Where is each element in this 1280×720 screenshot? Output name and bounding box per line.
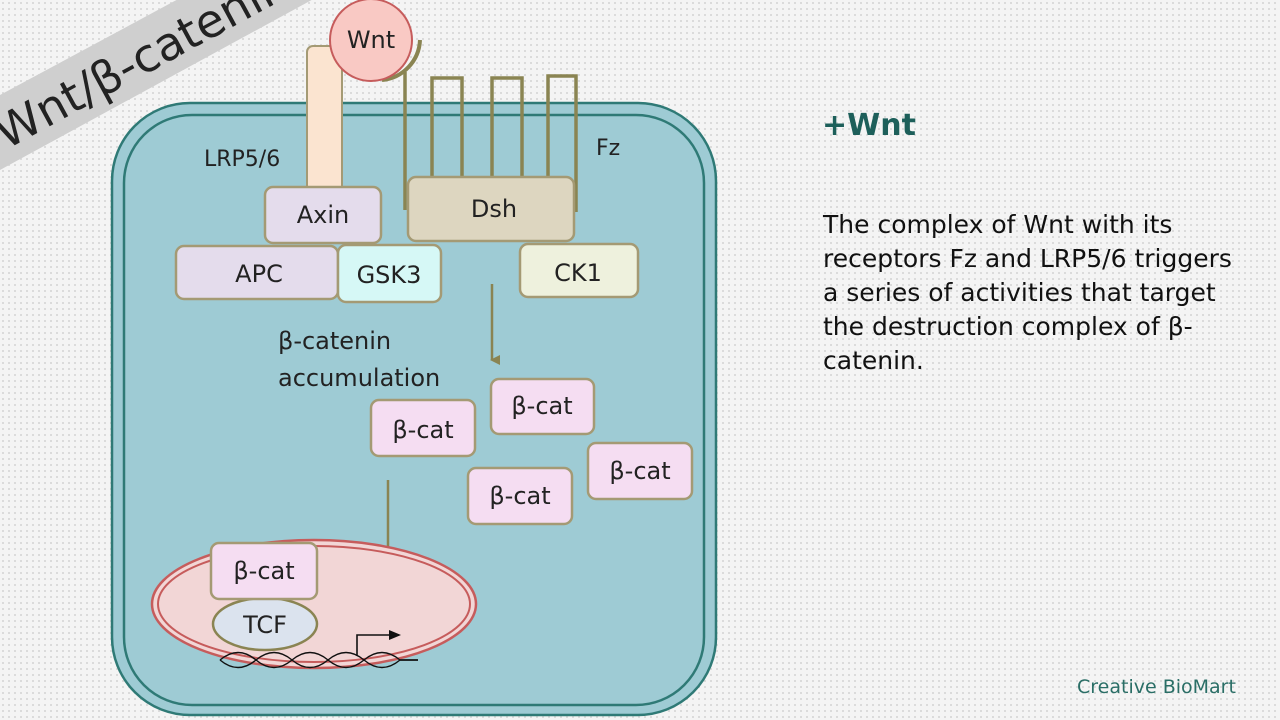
brand-footer: Creative BioMart (1077, 676, 1236, 698)
accumulation-line2: accumulation (278, 364, 440, 392)
panel-heading: +Wnt (822, 108, 916, 143)
dna-helix (219, 651, 418, 669)
axin-box (263, 185, 383, 245)
bcat-label: β-cat (511, 392, 572, 420)
bcat-label: β-cat (609, 457, 670, 485)
lrp-receptor (306, 45, 343, 197)
wnt-label: Wnt (347, 26, 395, 54)
bcat-label: β-cat (392, 416, 453, 444)
transcription-start-arrow (356, 630, 401, 656)
dsh-label: Dsh (471, 195, 517, 223)
ck1-box (518, 242, 640, 299)
dsh-box (406, 175, 576, 243)
bcat-label: β-cat (233, 557, 294, 585)
bcat-box: β-cat (489, 377, 596, 436)
nuclear-bcat-box: β-cat (209, 541, 319, 601)
lrp-label: LRP5/6 (204, 147, 280, 172)
bcat-label: β-cat (489, 482, 550, 510)
accumulation-line1: β-catenin (278, 327, 391, 355)
fz-receptor (403, 72, 578, 212)
bcat-box: β-cat (586, 441, 694, 501)
bcat-box: β-cat (466, 466, 574, 526)
panel-description: The complex of Wnt with its receptors Fz… (823, 210, 1232, 375)
wnt-ligand (329, 0, 413, 82)
apc-label: APC (235, 260, 283, 288)
fz-label: Fz (596, 136, 620, 161)
ck1-label: CK1 (554, 259, 602, 287)
bcat-box: β-cat (369, 398, 477, 458)
axin-label: Axin (297, 201, 350, 229)
wnt-arc (381, 39, 422, 82)
gsk3-box (336, 243, 443, 304)
gsk3-label: GSK3 (357, 261, 422, 289)
tcf-label: TCF (242, 611, 287, 639)
